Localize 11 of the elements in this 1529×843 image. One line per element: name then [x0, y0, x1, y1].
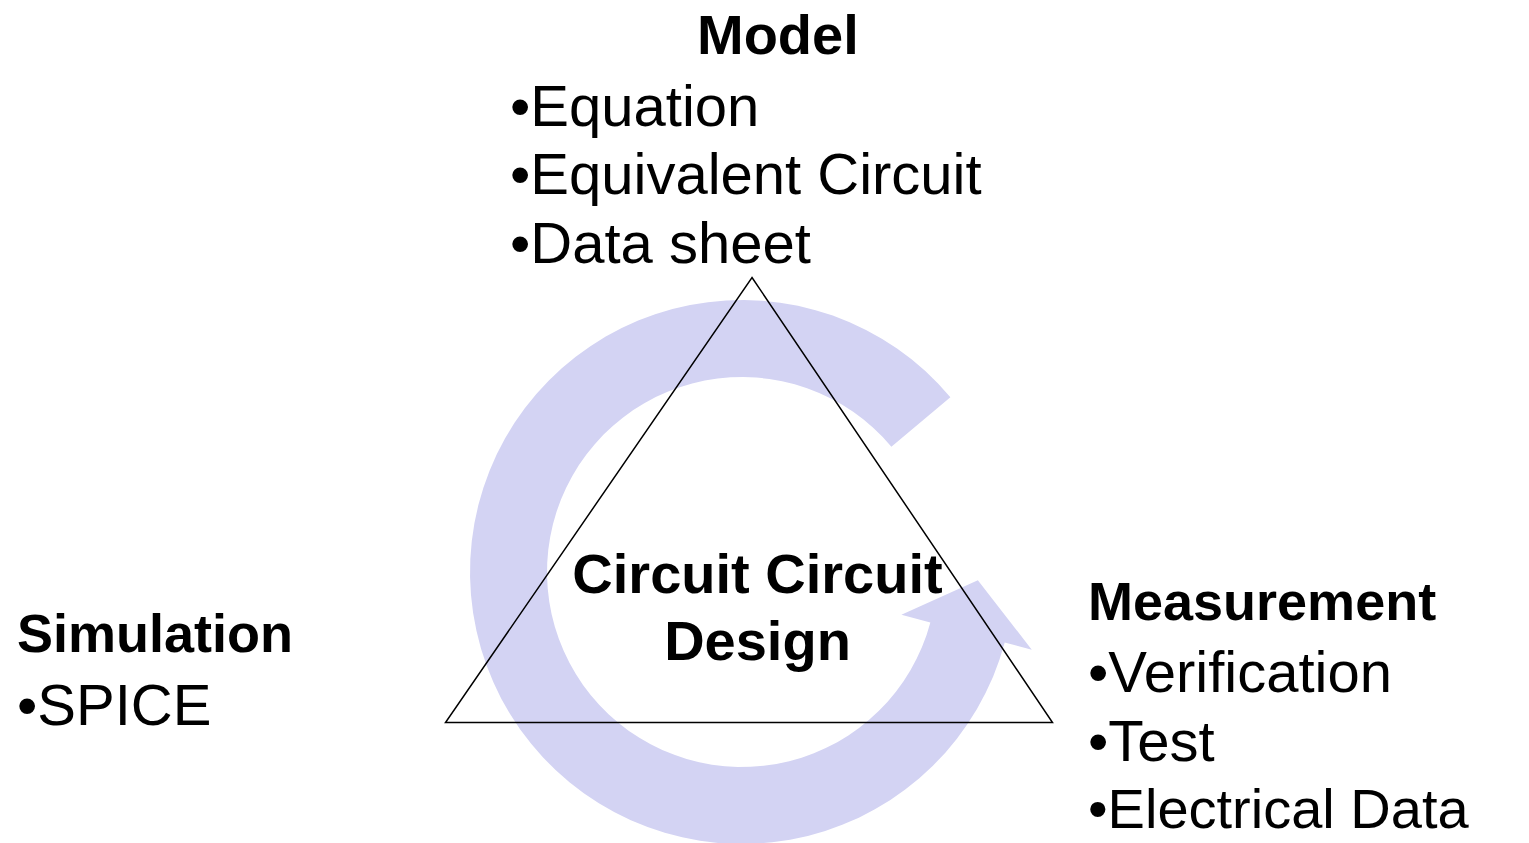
bullet-item: •Equation: [510, 74, 760, 138]
group-heading: Measurement: [1088, 572, 1437, 632]
group-heading: Simulation: [17, 604, 293, 664]
bullet-item: •Electrical Data: [1088, 778, 1469, 840]
center-title: Circuit Circuit Design: [571, 541, 944, 675]
group-heading: Model: [697, 4, 859, 66]
bullet-item: •SPICE: [17, 673, 212, 737]
bullet-item: •Verification: [1088, 640, 1393, 704]
bullet-item: •Test: [1088, 709, 1215, 773]
bullet-item: •Data sheet: [510, 211, 811, 275]
bullet-item: •Equivalent Circuit: [510, 142, 982, 206]
